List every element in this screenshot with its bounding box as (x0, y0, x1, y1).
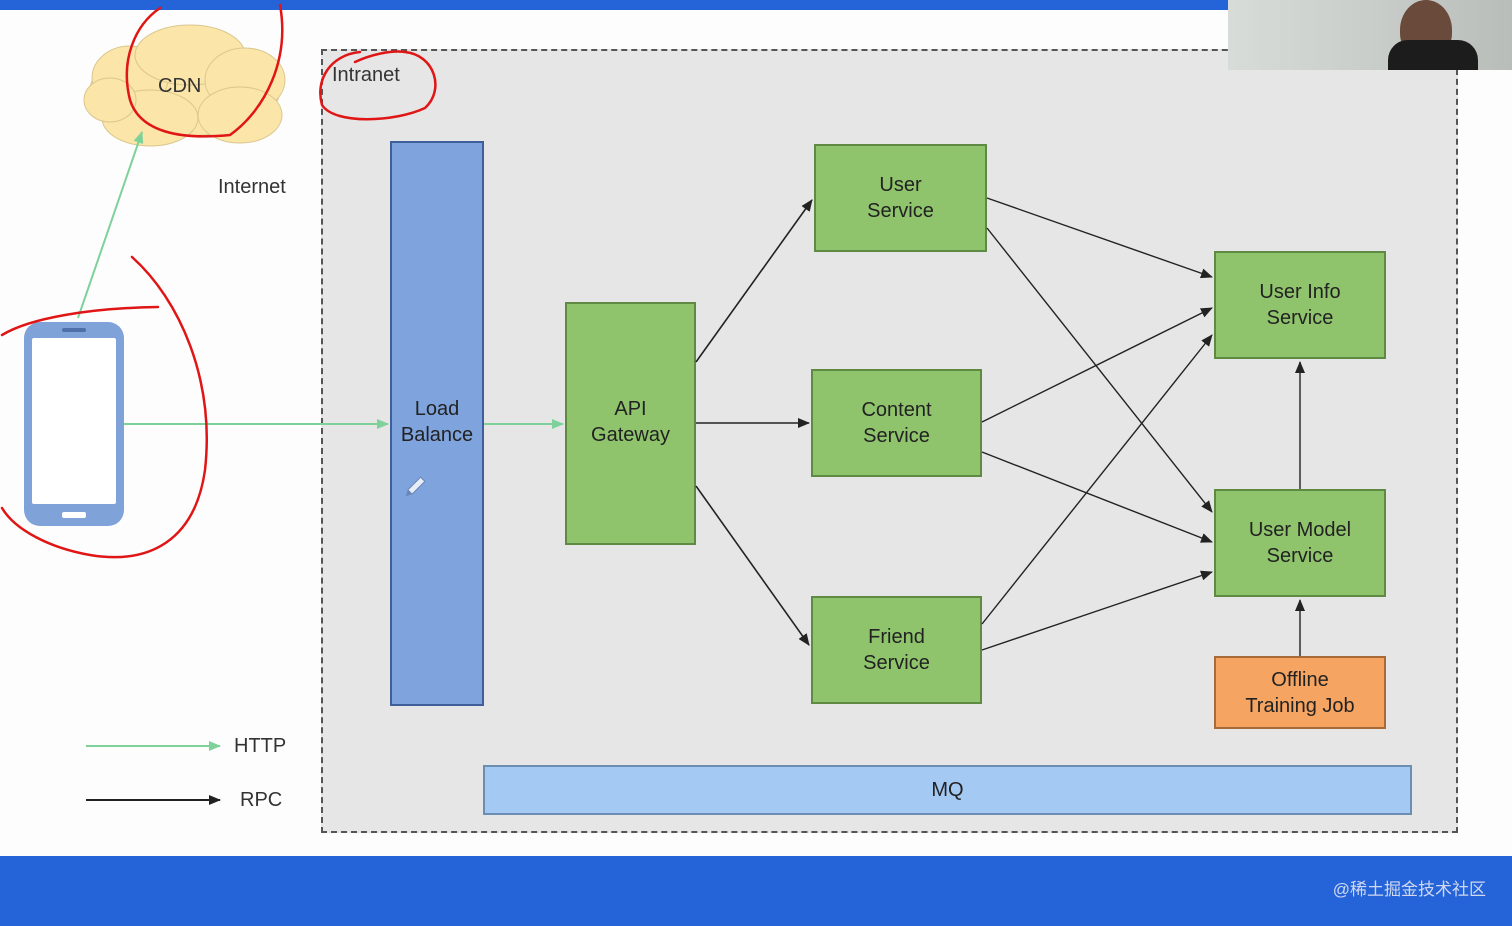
mobile-phone-icon (24, 322, 124, 526)
user-info-service-label: User Info Service (1259, 281, 1341, 329)
load-balance-box: Load Balance (390, 141, 484, 706)
legend-http-label: HTTP (234, 735, 287, 757)
api-gateway-box: API Gateway (565, 302, 696, 545)
mq-label: MQ (931, 779, 964, 801)
content-service-label: Content Service (861, 399, 932, 447)
user-info-service-box: User Info Service (1214, 251, 1386, 359)
watermark-text: @稀土掘金技术社区 (1332, 880, 1486, 899)
friend-service-box: Friend Service (811, 596, 982, 704)
api-gateway-label: API Gateway (591, 397, 670, 446)
presenter-shirt (1388, 40, 1478, 70)
internet-label: Internet (218, 176, 286, 198)
content-service-box: Content Service (811, 369, 982, 477)
legend-rpc-label: RPC (240, 789, 283, 811)
mq-box: MQ (483, 765, 1412, 815)
user-service-box: User Service (814, 144, 987, 252)
offline-training-job-box: Offline Training Job (1214, 656, 1386, 729)
webcam-overlay (1228, 0, 1512, 70)
user-service-label: User Service (867, 174, 934, 222)
offline-training-job-label: Offline Training Job (1245, 668, 1355, 717)
load-balance-label: Load Balance (400, 397, 474, 446)
friend-service-label: Friend Service (863, 626, 930, 674)
user-model-service-box: User Model Service (1214, 489, 1386, 597)
cdn-label: CDN (158, 75, 202, 97)
intranet-label: Intranet (332, 64, 400, 86)
user-model-service-label: User Model Service (1248, 519, 1352, 567)
